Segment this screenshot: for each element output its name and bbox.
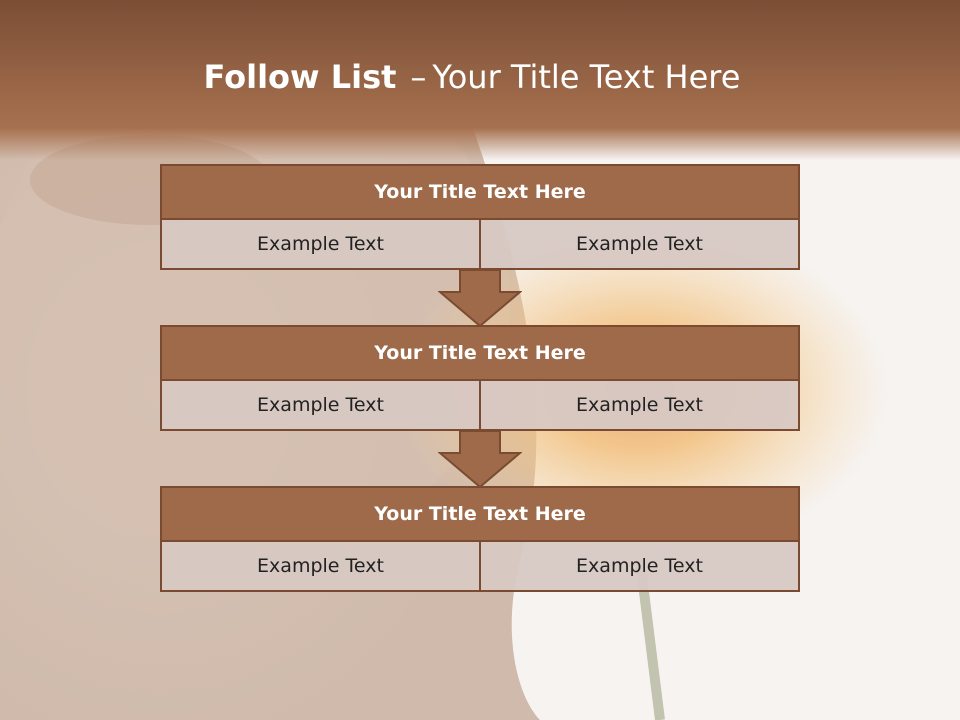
block-title: Your Title Text Here (160, 325, 800, 381)
block-title: Your Title Text Here (160, 164, 800, 220)
block-cell-right: Example Text (479, 381, 798, 429)
down-arrow-icon (438, 431, 522, 489)
block-cell-right: Example Text (479, 220, 798, 268)
down-arrow-icon (438, 270, 522, 328)
block-cell-left: Example Text (162, 220, 479, 268)
block-cell-right: Example Text (479, 542, 798, 590)
block-row: Example Text Example Text (160, 381, 800, 431)
slide-title: Follow List–Your Title Text Here (0, 58, 944, 96)
flow-block-2: Your Title Text Here Example Text Exampl… (160, 325, 800, 431)
flow-block-3: Your Title Text Here Example Text Exampl… (160, 486, 800, 592)
block-row: Example Text Example Text (160, 542, 800, 592)
block-row: Example Text Example Text (160, 220, 800, 270)
title-rest: Your Title Text Here (432, 58, 741, 96)
block-title: Your Title Text Here (160, 486, 800, 542)
title-dash: – (410, 58, 427, 96)
title-bold: Follow List (203, 58, 397, 96)
block-cell-left: Example Text (162, 542, 479, 590)
flow-block-1: Your Title Text Here Example Text Exampl… (160, 164, 800, 270)
block-cell-left: Example Text (162, 381, 479, 429)
